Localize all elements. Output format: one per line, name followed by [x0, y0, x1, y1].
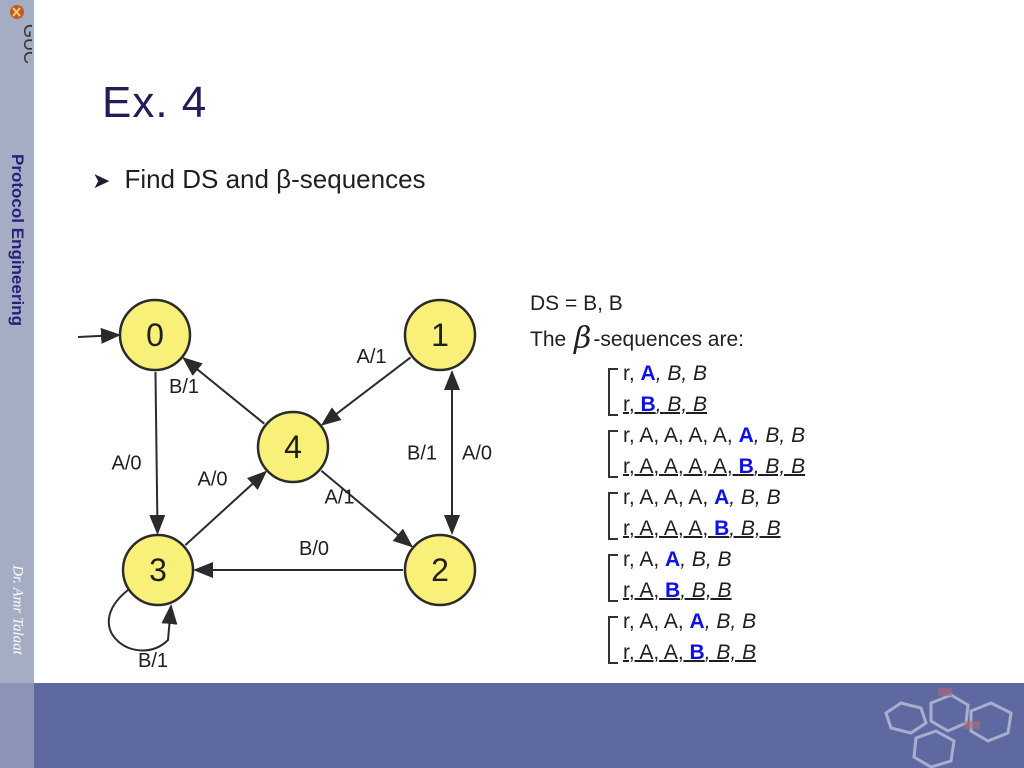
state-2 — [403, 533, 477, 607]
state-label-4: 4 — [284, 429, 302, 465]
transition-label-1-2: B/1 — [407, 443, 437, 465]
footer-band — [0, 683, 1024, 768]
transition-label-2-3: B/0 — [299, 538, 329, 560]
group-brace — [608, 616, 618, 664]
sidebar: GUC Protocol Engineering Dr. Amr Talaat — [0, 0, 34, 768]
beta-prefix: The — [530, 328, 567, 351]
sequence-highlight: A — [640, 362, 656, 385]
sequence-line: r, A, B, B, B — [623, 579, 732, 603]
course-title: Protocol Engineering — [8, 154, 27, 326]
transition-0-3 — [149, 371, 166, 536]
state-label-3: 3 — [149, 552, 167, 588]
group-brace — [608, 554, 618, 602]
group-brace — [608, 492, 618, 540]
decorative-hexagon-graphic — [884, 688, 1013, 768]
sequence-prefix: r, A, A, — [623, 610, 690, 633]
sequence-line: r, A, A, A, B, B — [623, 610, 756, 634]
sequence-suffix: , B, B — [729, 486, 781, 509]
sequence-suffix: , B, B — [680, 548, 732, 571]
ds-line: DS = B, B — [530, 292, 623, 315]
sequence-suffix: , B, B — [753, 455, 806, 478]
sequence-highlight: B — [738, 455, 754, 478]
sequence-line: r, A, B, B — [623, 362, 707, 386]
sequence-highlight: B — [640, 393, 656, 416]
sequence-line: r, A, A, B, B, B — [623, 641, 756, 665]
sequence-suffix: , B, B — [680, 579, 732, 602]
sequence-line: r, A, A, B, B — [623, 548, 732, 572]
transition-4-2 — [320, 469, 414, 548]
sequence-highlight: A — [665, 548, 681, 571]
initial-arrow — [77, 327, 121, 344]
state-3 — [121, 533, 195, 607]
sequence-suffix: , B, B — [704, 641, 757, 664]
sequence-suffix: , B, B — [704, 610, 757, 633]
transition-label-4-2: A/1 — [325, 487, 355, 509]
transition-label-1-4: A/1 — [357, 346, 387, 368]
sequence-highlight: A — [689, 610, 705, 633]
guc-logo: GUC — [10, 5, 32, 64]
sequence-prefix: r, A, — [623, 579, 666, 602]
state-label-1: 1 — [431, 317, 449, 353]
sequence-prefix: r, — [623, 362, 641, 385]
sequence-prefix: r, A, A, — [623, 641, 690, 664]
sequence-line: r, A, A, A, A, B, B — [623, 486, 781, 510]
group-brace — [608, 368, 618, 416]
sequence-suffix: , B, B — [655, 362, 708, 385]
bullet-arrow-icon: ➤ — [92, 168, 111, 193]
transition-3-4 — [184, 470, 268, 546]
transition-label-4-0: B/1 — [169, 376, 199, 398]
transition-4-0 — [182, 357, 265, 425]
sequence-prefix: r, A, A, A, — [623, 517, 715, 540]
transition-label-3-4: A/0 — [198, 469, 228, 491]
bullet-text: Find DS and β-sequences — [124, 164, 426, 194]
state-label-0: 0 — [146, 317, 164, 353]
group-brace — [608, 430, 618, 478]
transition-1-4 — [320, 356, 412, 426]
sequence-suffix: , B, B — [753, 424, 806, 447]
beta-suffix: -sequences are: — [593, 328, 744, 351]
sequence-prefix: r, A, A, A, — [623, 486, 715, 509]
sequence-highlight: B — [665, 579, 681, 602]
sequence-line: r, A, A, A, A, A, B, B — [623, 424, 805, 448]
sequence-prefix: r, A, A, A, A, — [623, 424, 739, 447]
bullet-item: ➤ Find DS and β-sequences — [92, 164, 426, 195]
transition-label-0-3: A/0 — [112, 453, 142, 475]
sequence-suffix: , B, B — [729, 517, 781, 540]
beta-line: The β-sequences are: — [530, 324, 744, 354]
transition-label-3-3: B/1 — [138, 650, 168, 672]
state-4 — [256, 410, 330, 484]
sequence-highlight: A — [714, 486, 730, 509]
logo-text: GUC — [20, 24, 32, 64]
sequence-prefix: r, A, — [623, 548, 666, 571]
sequence-highlight: B — [714, 517, 730, 540]
transition-3-3 — [107, 589, 178, 652]
transition-label-2-1: A/0 — [462, 443, 492, 465]
state-label-2: 2 — [431, 552, 449, 588]
beta-symbol: β — [574, 321, 592, 356]
state-0 — [118, 298, 192, 372]
sequence-line: r, B, B, B — [623, 393, 707, 417]
slide-title: Ex. 4 — [102, 78, 208, 127]
sequence-prefix: r, A, A, A, A, — [623, 455, 739, 478]
sequence-line: r, A, A, A, A, B, B, B — [623, 455, 805, 479]
state-1 — [403, 298, 477, 372]
author-name: Dr. Amr Talaat — [9, 565, 26, 655]
sequence-highlight: A — [738, 424, 754, 447]
sequence-prefix: r, — [623, 393, 641, 416]
sequence-highlight: B — [689, 641, 705, 664]
sequence-suffix: , B, B — [655, 393, 708, 416]
sequence-line: r, A, A, A, B, B, B — [623, 517, 781, 541]
